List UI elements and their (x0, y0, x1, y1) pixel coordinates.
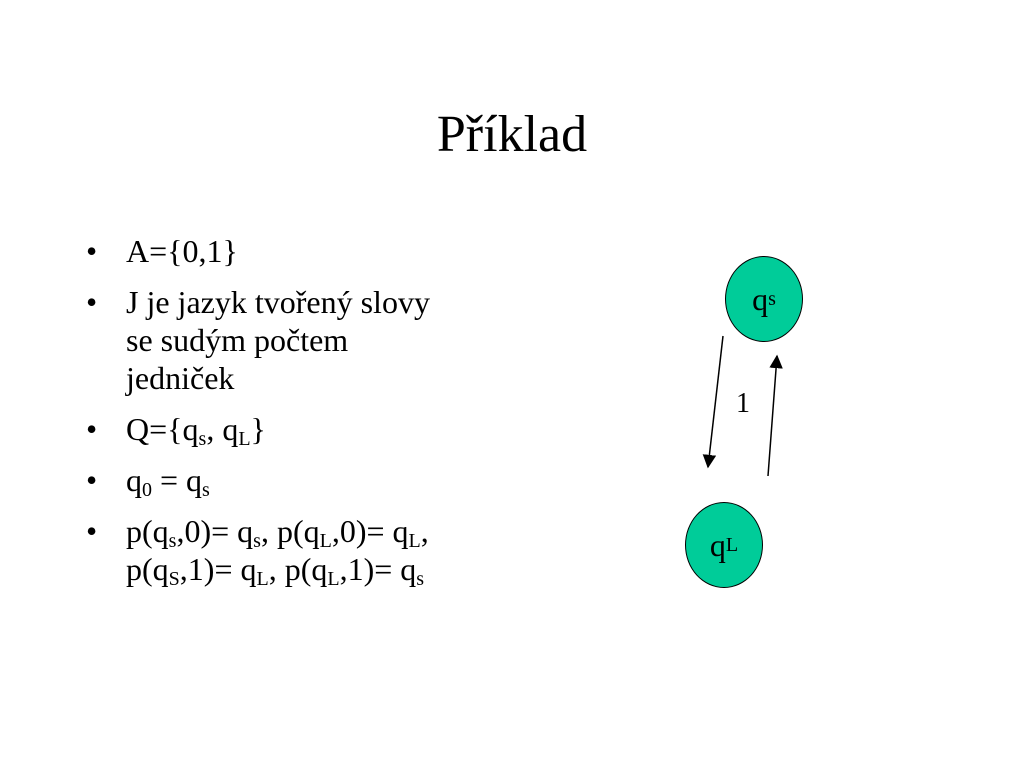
subscript: L (327, 568, 340, 590)
subscript: s (198, 428, 207, 450)
bullet-text-line: se sudým počtem (126, 322, 349, 358)
subscript: L (408, 530, 421, 552)
text-part: q (126, 462, 142, 498)
subscript: L (256, 568, 269, 590)
text-part: ,1)= q (179, 551, 257, 587)
subscript: s (253, 530, 261, 552)
subscript: L (319, 530, 332, 552)
text-part: , p(q (260, 513, 320, 549)
arrow-qs-to-ql (702, 335, 724, 469)
slide-title: Příklad (436, 106, 588, 163)
subscript: S (168, 568, 180, 590)
bullet-dot: • (86, 284, 98, 320)
text-part: , (420, 513, 429, 549)
subscript: s (416, 568, 425, 590)
subscript: 0 (142, 479, 152, 501)
bullet-dot: • (86, 411, 98, 447)
bullet-text-line: J je jazyk tvořený slovy (126, 284, 430, 320)
bullet-dot: • (86, 462, 98, 498)
text-part: ,0)= q (331, 513, 409, 549)
bullet-transitions: • p(qs,0)= qs, p(qL,0)= qL, p(qS,1)= qL,… (86, 512, 536, 590)
text-part: p(q (126, 551, 169, 587)
bullet-dot: • (86, 513, 98, 549)
bullet-dot: • (86, 233, 98, 269)
bullet-text-line: jedniček (126, 360, 235, 396)
bullet-initial-state: • q0 = qs (86, 461, 536, 501)
text-part: = q (152, 462, 203, 498)
text-part: ,0)= q (176, 513, 254, 549)
text-part: } (250, 411, 266, 447)
node-label: q (752, 280, 769, 317)
arrow-ql-to-qs (767, 354, 783, 477)
bullet-text: A={0,1} (126, 233, 238, 269)
text-part: ,1)= q (339, 551, 417, 587)
node-label: q (709, 526, 726, 563)
subscript: L (238, 428, 251, 450)
text-part: Q={q (126, 411, 199, 447)
subscript: s (202, 479, 210, 501)
text-part: , p(q (268, 551, 328, 587)
bullet-states: • Q={qs, qL} (86, 410, 536, 450)
bullet-language: • J je jazyk tvořený slovy se sudým počt… (86, 283, 536, 397)
text-part: p(q (126, 513, 169, 549)
bullet-alphabet: • A={0,1} (86, 232, 536, 270)
bullet-list: • A={0,1} • J je jazyk tvořený slovy se … (86, 232, 536, 601)
edge-label: 1 (736, 388, 750, 419)
text-part: , q (206, 411, 239, 447)
subscript: s (168, 530, 177, 552)
